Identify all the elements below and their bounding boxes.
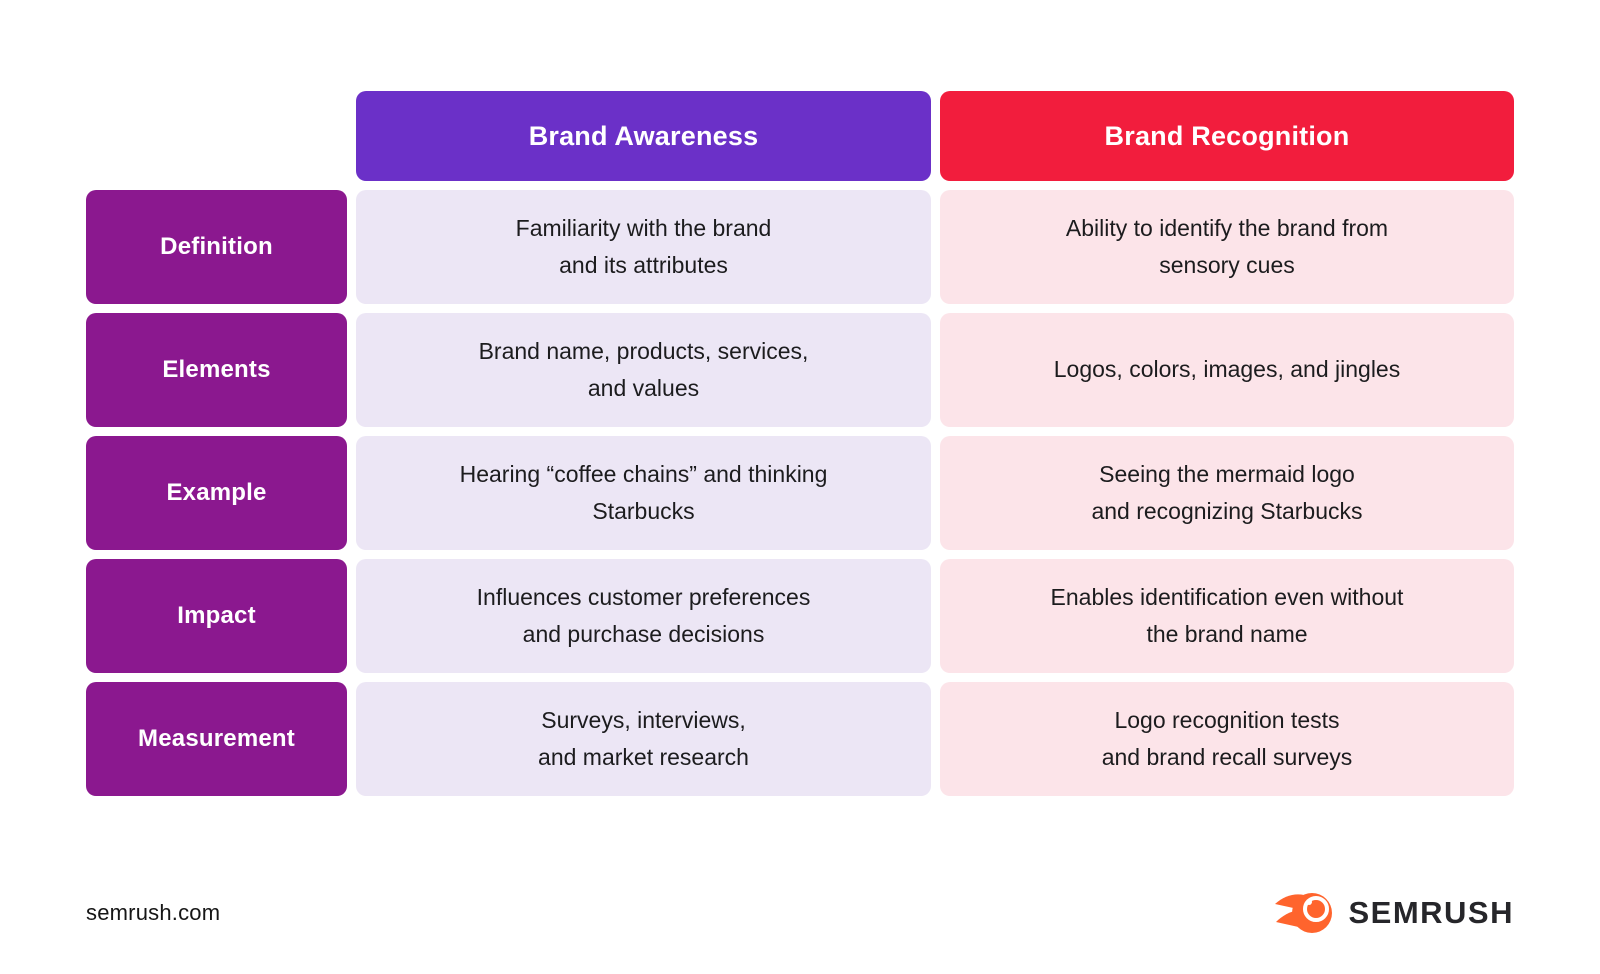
cell-impact-awareness: Influences customer preferences and purc…: [356, 559, 931, 673]
row-label-impact: Impact: [86, 559, 347, 673]
cell-elements-recognition: Logos, colors, images, and jingles: [940, 313, 1514, 427]
cell-impact-recognition: Enables identification even without the …: [940, 559, 1514, 673]
row-label-example: Example: [86, 436, 347, 550]
column-header-brand-awareness: Brand Awareness: [356, 91, 931, 181]
footer: semrush.com SEMRUSH: [86, 888, 1514, 938]
cell-measurement-recognition: Logo recognition tests and brand recall …: [940, 682, 1514, 796]
column-header-brand-recognition: Brand Recognition: [940, 91, 1514, 181]
cell-elements-awareness: Brand name, products, services, and valu…: [356, 313, 931, 427]
cell-definition-recognition: Ability to identify the brand from senso…: [940, 190, 1514, 304]
semrush-logo: SEMRUSH: [1274, 891, 1514, 935]
row-label-elements: Elements: [86, 313, 347, 427]
row-label-definition: Definition: [86, 190, 347, 304]
cell-definition-awareness: Familiarity with the brand and its attri…: [356, 190, 931, 304]
cell-measurement-awareness: Surveys, interviews, and market research: [356, 682, 931, 796]
semrush-wordmark: SEMRUSH: [1348, 895, 1514, 930]
row-label-measurement: Measurement: [86, 682, 347, 796]
cell-example-recognition: Seeing the mermaid logo and recognizing …: [940, 436, 1514, 550]
site-url: semrush.com: [86, 900, 221, 925]
semrush-flame-icon: [1275, 893, 1333, 933]
header-spacer: [86, 91, 347, 181]
cell-example-awareness: Hearing “coffee chains” and thinking Sta…: [356, 436, 931, 550]
comparison-table: Brand Awareness Brand Recognition Defini…: [86, 91, 1514, 796]
